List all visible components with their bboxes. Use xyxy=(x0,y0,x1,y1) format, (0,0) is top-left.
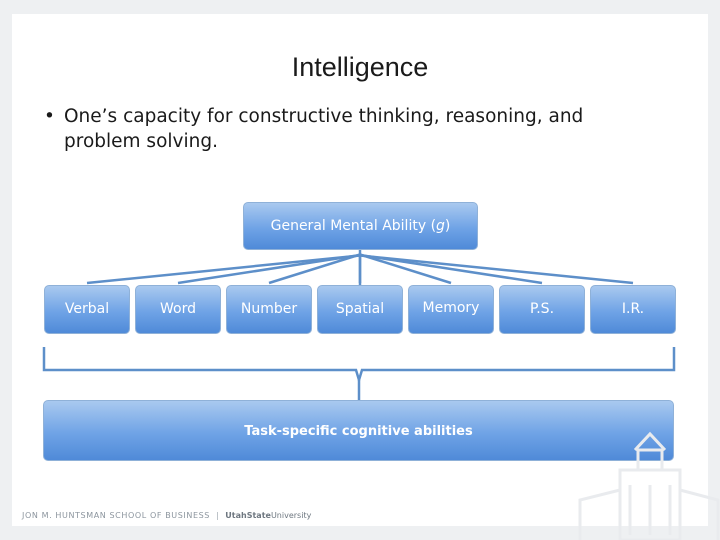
ability-node-spatial: Spatial xyxy=(317,285,403,334)
task-specific-node: Task-specific cognitive abilities xyxy=(43,400,674,461)
ability-node-number: Number xyxy=(226,285,312,334)
ability-label: I.R. xyxy=(621,301,645,317)
gma-label-italic: g xyxy=(436,218,445,234)
connector-line xyxy=(268,253,361,285)
ability-node-ps: P.S. xyxy=(499,285,585,334)
footer-university-rest: University xyxy=(270,511,312,520)
building-watermark-icon xyxy=(578,431,720,540)
fan-connectors xyxy=(86,250,634,285)
connector-line xyxy=(359,254,634,285)
ability-label: Number xyxy=(240,301,298,317)
bullet-point: • One’s capacity for constructive thinki… xyxy=(44,104,644,154)
ability-node-memory: Memory xyxy=(408,285,494,334)
ability-label: Memory xyxy=(422,300,480,316)
slide-title: Intelligence xyxy=(291,52,429,82)
bullet-text: One’s capacity for constructive thinking… xyxy=(64,106,584,152)
footer-school: JON M. HUNTSMAN SCHOOL OF BUSINESS xyxy=(22,511,210,520)
ability-node-ir: I.R. xyxy=(590,285,676,334)
footer-university-bold: UtahState xyxy=(225,511,271,520)
ability-label: P.S. xyxy=(529,301,555,317)
footer-branding: JON M. HUNTSMAN SCHOOL OF BUSINESS | UtahS… xyxy=(22,511,311,520)
bullet-dot-icon: • xyxy=(44,106,55,127)
task-specific-label: Task-specific cognitive abilities xyxy=(244,424,473,439)
brace-connector xyxy=(42,347,676,385)
ability-node-verbal: Verbal xyxy=(44,285,130,334)
connector-line xyxy=(86,254,361,285)
general-mental-ability-node: General Mental Ability (g) xyxy=(243,202,478,250)
footer-separator: | xyxy=(216,511,220,520)
ability-label: Verbal xyxy=(64,301,110,317)
connector-line xyxy=(177,253,361,285)
connector-line xyxy=(359,253,452,285)
gma-label: General Mental Ability ( xyxy=(270,218,437,234)
ability-node-word: Word xyxy=(135,285,221,334)
gma-label-suffix: ) xyxy=(444,218,451,234)
ability-label: Spatial xyxy=(335,301,385,317)
ability-label: Word xyxy=(160,301,196,317)
